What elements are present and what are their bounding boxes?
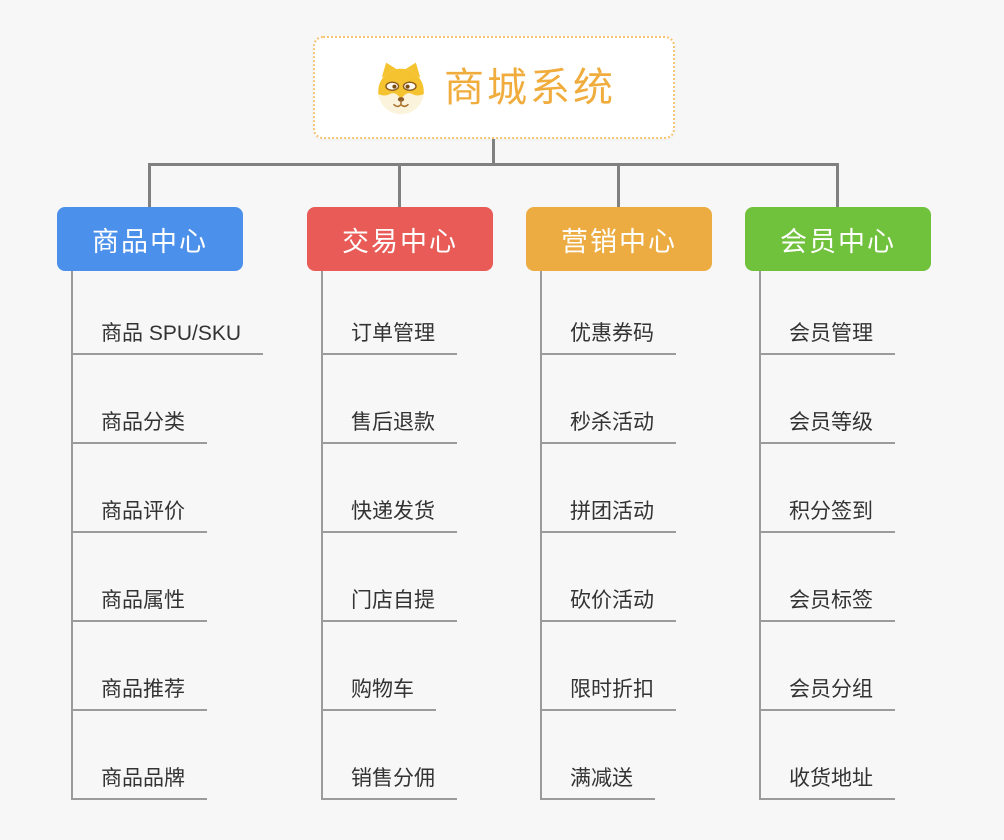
- leaf-cell: 满减送: [526, 711, 766, 800]
- leaf-node[interactable]: 售后退款: [321, 411, 457, 444]
- branch-leaf-list: 订单管理售后退款快递发货门店自提购物车销售分佣: [307, 271, 547, 800]
- leaf-cell: 限时折扣: [526, 622, 766, 711]
- leaf-cell: 商品评价: [57, 444, 297, 533]
- connector-drop-3: [617, 165, 620, 207]
- leaf-cell: 门店自提: [307, 533, 547, 622]
- leaf-cell: 秒杀活动: [526, 355, 766, 444]
- connector-drop-4: [836, 165, 839, 207]
- branch-column-1: 商品中心 商品 SPU/SKU 商品分类商品评价商品属性商品推荐商品品牌: [57, 207, 297, 800]
- leaf-node[interactable]: 会员分组: [759, 678, 895, 711]
- branch-leaf-list: 优惠券码秒杀活动拼团活动砍价活动限时折扣满减送: [526, 271, 766, 800]
- connector-drop-2: [398, 165, 401, 207]
- leaf-node[interactable]: 积分签到: [759, 500, 895, 533]
- leaf-cell: 优惠券码: [526, 271, 766, 355]
- leaf-node[interactable]: 商品推荐: [71, 678, 207, 711]
- leaf-cell: 会员管理: [745, 271, 985, 355]
- connector-root-stem: [492, 139, 495, 164]
- leaf-node[interactable]: 优惠券码: [540, 322, 676, 355]
- leaf-node[interactable]: 满减送: [540, 767, 655, 800]
- leaf-cell: 拼团活动: [526, 444, 766, 533]
- leaf-node[interactable]: 收货地址: [759, 767, 895, 800]
- leaf-cell: 购物车: [307, 622, 547, 711]
- leaf-cell: 销售分佣: [307, 711, 547, 800]
- leaf-node[interactable]: 会员管理: [759, 322, 895, 355]
- branch-column-2: 交易中心 订单管理售后退款快递发货门店自提购物车销售分佣: [307, 207, 547, 800]
- branch-node[interactable]: 会员中心: [745, 207, 931, 271]
- leaf-cell: 收货地址: [745, 711, 985, 800]
- leaf-node[interactable]: 订单管理: [321, 322, 457, 355]
- leaf-node[interactable]: 会员标签: [759, 589, 895, 622]
- leaf-cell: 会员标签: [745, 533, 985, 622]
- leaf-cell: 会员等级: [745, 355, 985, 444]
- leaf-cell: 快递发货: [307, 444, 547, 533]
- leaf-node[interactable]: 砍价活动: [540, 589, 676, 622]
- leaf-cell: 商品品牌: [57, 711, 297, 800]
- leaf-node[interactable]: 拼团活动: [540, 500, 676, 533]
- leaf-node[interactable]: 会员等级: [759, 411, 895, 444]
- connector-drop-1: [148, 165, 151, 207]
- leaf-node[interactable]: 商品分类: [71, 411, 207, 444]
- branch-node[interactable]: 交易中心: [307, 207, 493, 271]
- branch-column-4: 会员中心 会员管理会员等级积分签到会员标签会员分组收货地址: [745, 207, 985, 800]
- leaf-cell: 售后退款: [307, 355, 547, 444]
- dog-face-icon: [378, 62, 424, 114]
- leaf-node[interactable]: 商品评价: [71, 500, 207, 533]
- leaf-cell: 商品分类: [57, 355, 297, 444]
- leaf-cell: 商品推荐: [57, 622, 297, 711]
- root-title: 商城系统: [444, 65, 616, 110]
- leaf-node[interactable]: 商品 SPU/SKU: [71, 322, 264, 355]
- leaf-node[interactable]: 购物车: [321, 678, 436, 711]
- leaf-node[interactable]: 商品品牌: [71, 767, 207, 800]
- leaf-cell: 会员分组: [745, 622, 985, 711]
- leaf-node[interactable]: 秒杀活动: [540, 411, 676, 444]
- connector-horizontal-bar: [148, 163, 839, 166]
- branch-node[interactable]: 营销中心: [526, 207, 712, 271]
- branch-leaf-list: 商品 SPU/SKU 商品分类商品评价商品属性商品推荐商品品牌: [57, 271, 297, 800]
- leaf-cell: 商品属性: [57, 533, 297, 622]
- leaf-node[interactable]: 商品属性: [71, 589, 207, 622]
- root-node[interactable]: 商城系统: [313, 36, 675, 139]
- leaf-cell: 积分签到: [745, 444, 985, 533]
- leaf-cell: 商品 SPU/SKU: [57, 271, 297, 355]
- leaf-node[interactable]: 限时折扣: [540, 678, 676, 711]
- branch-node[interactable]: 商品中心: [57, 207, 243, 271]
- branch-column-3: 营销中心 优惠券码秒杀活动拼团活动砍价活动限时折扣满减送: [526, 207, 766, 800]
- leaf-cell: 砍价活动: [526, 533, 766, 622]
- leaf-cell: 订单管理: [307, 271, 547, 355]
- leaf-node[interactable]: 门店自提: [321, 589, 457, 622]
- leaf-node[interactable]: 快递发货: [321, 500, 457, 533]
- leaf-node[interactable]: 销售分佣: [321, 767, 457, 800]
- branch-leaf-list: 会员管理会员等级积分签到会员标签会员分组收货地址: [745, 271, 985, 800]
